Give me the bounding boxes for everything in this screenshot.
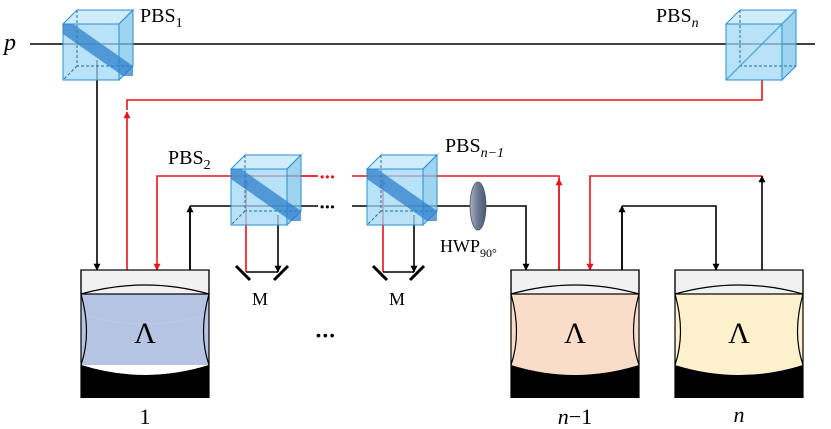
mirror-label-2: M [389, 289, 405, 309]
pbs1-label: PBS1 [140, 5, 183, 31]
pbsn-cube [724, 8, 798, 82]
unit1-symbol: Λ [134, 317, 156, 350]
mirror-pair-2 [371, 264, 426, 282]
input-port-label: p [2, 30, 16, 56]
hwp-label: HWP90° [440, 236, 497, 260]
beam-black-hwp-to-unitn1 [410, 205, 530, 271]
beam-black-to-unitn [622, 205, 720, 271]
unit-1 [80, 269, 210, 398]
hwp-plate [469, 181, 487, 231]
mirror-label-1: M [252, 289, 268, 309]
unit-n-symbol: Λ [728, 317, 750, 350]
pbsn-label: PBSn [656, 5, 699, 31]
unit1-label: 1 [140, 404, 151, 429]
pbs2-label: PBS2 [168, 147, 211, 173]
ellipsis-black: ••• [320, 200, 336, 214]
pbsn1-label: PBSn−1 [445, 135, 504, 161]
pbsn1-cube [365, 153, 439, 227]
beam-red-unitn-to-unitn1 [586, 175, 762, 271]
pbs2-cube [229, 153, 303, 227]
ellipsis-units: ••• [316, 327, 337, 343]
ellipsis-red: ••• [320, 170, 336, 184]
unit-n-minus-1 [510, 269, 640, 398]
beam-pbsn-return [126, 80, 763, 110]
pbs1-cube [61, 8, 135, 82]
unit-n [674, 269, 804, 398]
unit-n1-label: n−1 [558, 404, 592, 429]
mirror-pair-1 [234, 264, 290, 282]
unit-n1-symbol: Λ [564, 317, 586, 350]
unit-n-label: n [734, 402, 745, 427]
